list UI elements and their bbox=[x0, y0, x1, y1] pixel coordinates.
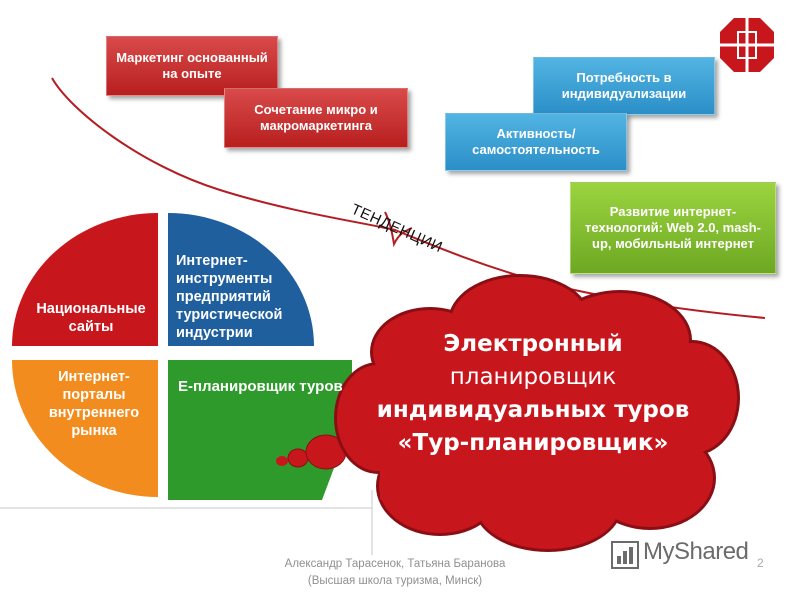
thought-bubble-medium bbox=[287, 448, 309, 468]
box-individualization-need-text: Потребность в индивидуализации bbox=[561, 70, 687, 101]
page-number: 2 bbox=[757, 556, 764, 570]
footer-authors: Александр Тарасенок, Татьяна Баранова bbox=[284, 558, 506, 570]
segment-internet-portals-label: Интернет-порталы внутреннего рынка bbox=[48, 369, 140, 439]
thought-bubble-small bbox=[276, 456, 288, 466]
myshared-logo-icon bbox=[611, 541, 639, 569]
cloud-line-4: «Тур-планировщик» bbox=[397, 430, 669, 456]
cloud-line-2: планировщик bbox=[449, 364, 617, 390]
segment-national-sites-label: Национальные сайты bbox=[36, 301, 146, 335]
cloud-line-3: индивидуальных туров bbox=[376, 397, 690, 423]
box-marketing-experience-text: Маркетинг основанный на опыте bbox=[116, 50, 268, 81]
myshared-logo-text[interactable]: MyShared bbox=[643, 538, 749, 565]
footer-institution: (Высшая школа туризма, Минск) bbox=[307, 575, 483, 587]
segment-internet-portals bbox=[12, 360, 158, 497]
box-micro-macro-text: Сочетание микро и макромаркетинга bbox=[254, 102, 378, 133]
box-activity-independence: Активность/ самостоятельность bbox=[445, 113, 627, 171]
cloud-text: Электронный планировщик индивидуальных т… bbox=[348, 328, 718, 460]
box-activity-independence-text: Активность/ самостоятельность bbox=[472, 126, 600, 157]
segment-internet-tools-label: Интернет-инструменты предприятий туристи… bbox=[176, 253, 283, 341]
cloud-shape bbox=[334, 274, 740, 552]
box-internet-tech-text: Развитие интернет-технологий: Web 2.0, m… bbox=[585, 204, 761, 251]
segment-internet-tools bbox=[168, 213, 314, 346]
box-micro-macro: Сочетание микро и макромаркетинга bbox=[224, 88, 408, 148]
tendency-brace bbox=[384, 211, 413, 248]
corner-logo-icon bbox=[720, 18, 774, 72]
cloud-line-1: Электронный bbox=[443, 331, 623, 357]
segment-e-planner bbox=[168, 360, 352, 500]
box-individualization-need: Потребность в индивидуализации bbox=[533, 57, 715, 115]
segment-e-planner-label: Е-планировщик туров bbox=[178, 378, 343, 395]
box-marketing-experience: Маркетинг основанный на опыте bbox=[106, 36, 278, 96]
footer: Александр Тарасенок, Татьяна Баранова (В… bbox=[265, 556, 525, 590]
box-internet-tech: Развитие интернет-технологий: Web 2.0, m… bbox=[570, 182, 776, 274]
segment-national-sites bbox=[12, 213, 158, 346]
